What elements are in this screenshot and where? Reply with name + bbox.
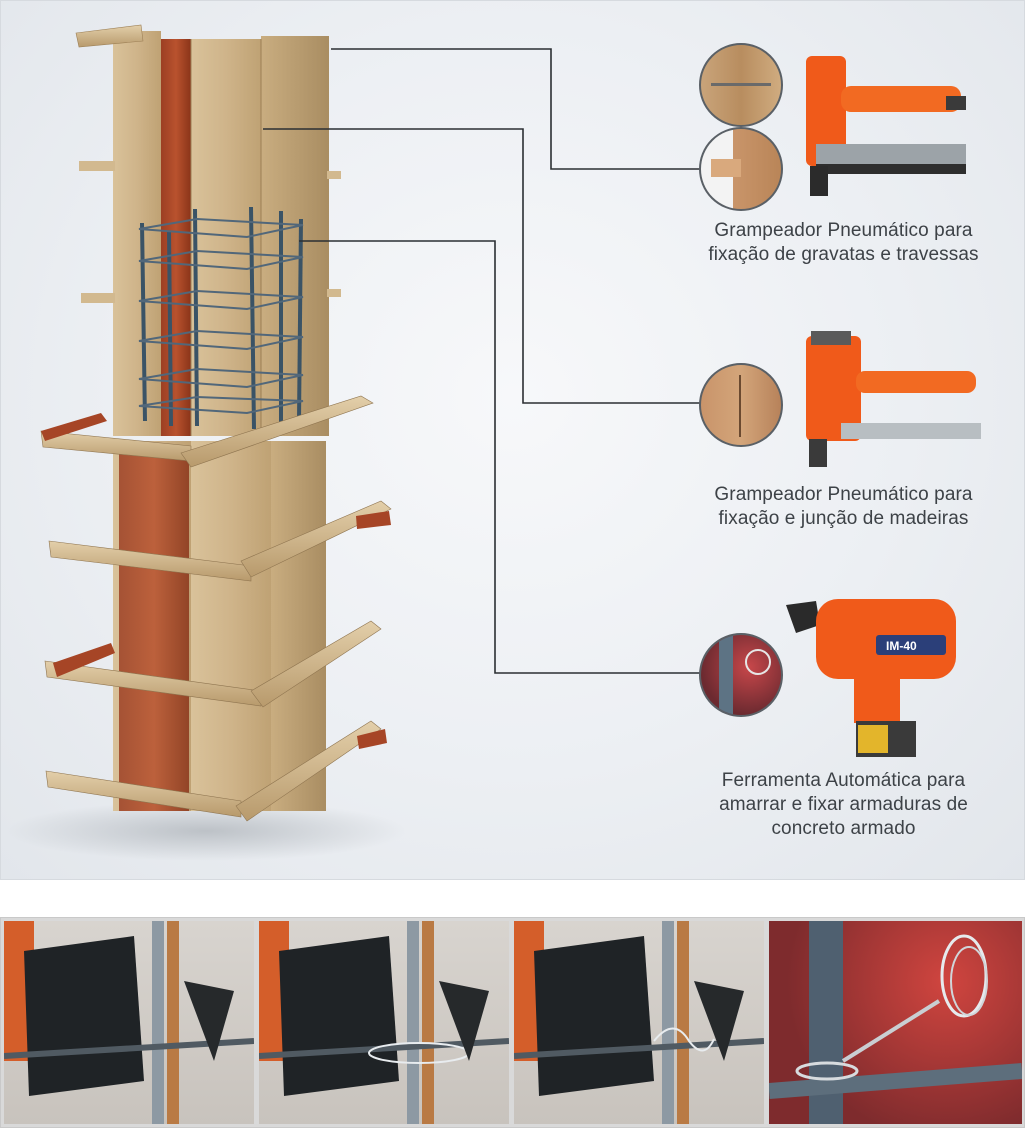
sequence-frame-2: [259, 921, 509, 1124]
rebar-tier-closeup-icon: [259, 921, 509, 1124]
tool-model-label: IM-40: [886, 639, 917, 653]
sequence-frame-4: [769, 921, 1022, 1124]
pneumatic-stapler-icon: [806, 331, 981, 467]
wooden-column-formwork: [6, 24, 701, 861]
tied-rebar-icon: [769, 921, 1022, 1124]
caption-stapler-ties: Grampeador Pneumático para fixação de gr…: [708, 220, 979, 265]
rebar-tie-thumb: [699, 633, 783, 717]
board-joint-thumb: [699, 127, 783, 211]
formwork-illustration-panel: Grampeador Pneumático para fixação de gr…: [0, 0, 1025, 880]
caption-stapler-joints: Grampeador Pneumático para fixação e jun…: [714, 484, 973, 529]
rebar-tier-tool-icon: IM-40: [786, 599, 956, 757]
caption-rebar-tier: Ferramenta Automática para amarrar e fix…: [719, 770, 968, 839]
rebar-tier-closeup-icon: [514, 921, 764, 1124]
sequence-frame-1: [4, 921, 254, 1124]
tying-sequence-strip: [0, 917, 1025, 1128]
sequence-frame-3: [514, 921, 764, 1124]
pneumatic-stapler-icon: [806, 56, 966, 196]
wood-joint-thumb: [699, 363, 783, 447]
rebar-tier-closeup-icon: [4, 921, 254, 1124]
staple-closeup-thumb: [699, 43, 783, 127]
